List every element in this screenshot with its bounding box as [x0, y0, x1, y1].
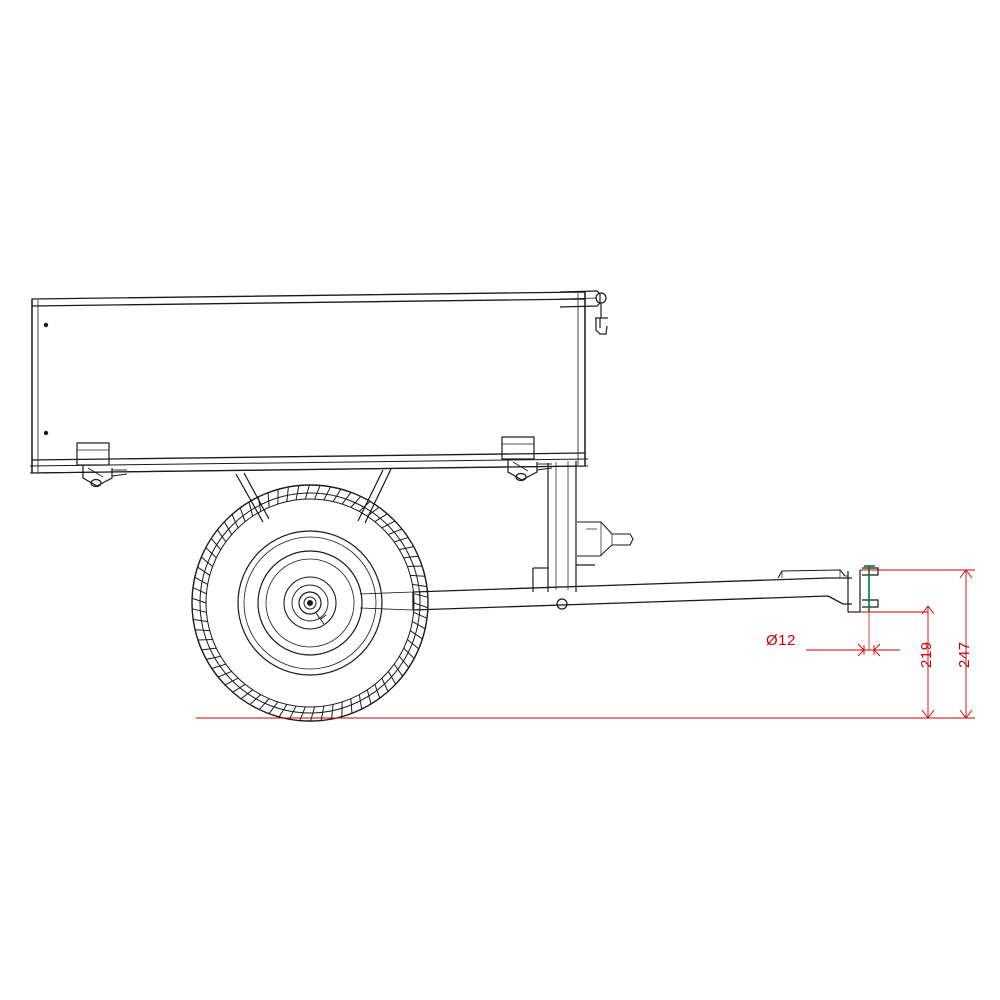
box-lid-rail [559, 290, 608, 335]
drawbar-post [532, 461, 595, 592]
dimension-label-overall-height: 247 [956, 641, 973, 668]
panel-rivets [43, 322, 49, 436]
hitch-pin [864, 565, 875, 612]
mast-bracket [577, 521, 634, 557]
cargo-box [29, 291, 589, 474]
dimension-lines [196, 569, 975, 719]
tow-bar [359, 577, 852, 611]
wheel-assembly [191, 484, 429, 722]
tailgate-latch-right [501, 436, 553, 482]
tow-bar-top-plate [777, 569, 846, 579]
dimension-label-hitch-height: 219 [918, 641, 935, 668]
hitch-bracket [845, 567, 879, 613]
tyre-tread [191, 484, 429, 722]
dimension-label-hole-diameter: Ø12 [766, 632, 796, 649]
tailgate-latch-left [76, 442, 128, 488]
